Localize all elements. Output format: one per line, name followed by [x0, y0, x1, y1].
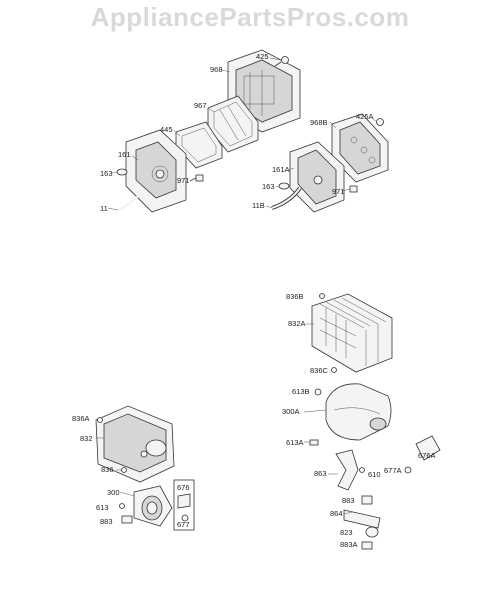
air-cleaner-base-161[interactable] — [125, 129, 187, 213]
label-883: 883 — [342, 496, 355, 505]
label-613: 613 — [96, 503, 109, 512]
label-163: 163 — [100, 169, 113, 178]
screw-613[interactable] — [119, 503, 125, 509]
breather-tube-11[interactable] — [117, 193, 141, 211]
label-863: 863 — [314, 469, 327, 478]
label-968B: 968B — [310, 118, 328, 127]
muffler-300[interactable] — [133, 485, 173, 527]
label-676: 676 — [177, 483, 190, 492]
air-cleaner-base-161A[interactable] — [289, 141, 345, 213]
gasket-163-right[interactable] — [278, 182, 290, 190]
label-613B: 613B — [292, 387, 310, 396]
part-labels: 425 968 967 445 161 163 971 11 968B 425A… — [72, 52, 436, 549]
label-161A: 161A — [272, 165, 290, 174]
label-11B: 11B — [252, 201, 265, 210]
gasket-883-left[interactable] — [121, 515, 133, 524]
label-613A: 613A — [286, 438, 304, 447]
screw-613B[interactable] — [314, 388, 322, 396]
gasket-883A[interactable] — [361, 541, 373, 550]
adapter-864[interactable] — [343, 509, 381, 529]
label-883A: 883A — [340, 540, 358, 549]
gasket-163[interactable] — [116, 168, 128, 176]
label-836: 836 — [101, 465, 114, 474]
label-300A: 300A — [282, 407, 300, 416]
filter-frame-445[interactable] — [175, 121, 223, 169]
label-967: 967 — [194, 101, 207, 110]
label-677A: 677A — [384, 466, 402, 475]
label-677: 677 — [177, 520, 190, 529]
watermark: AppliancePartsPros.com — [90, 2, 410, 32]
label-445: 445 — [160, 125, 173, 134]
muffler-300A[interactable] — [325, 383, 392, 441]
deflector-676A[interactable] — [415, 435, 441, 461]
label-832: 832 — [80, 434, 93, 443]
label-610: 610 — [368, 470, 381, 479]
screw-971-right[interactable] — [349, 185, 358, 193]
screw-613A[interactable] — [309, 439, 319, 446]
label-836A: 836A — [72, 414, 90, 423]
label-425: 425 — [256, 52, 269, 61]
label-161: 161 — [118, 150, 131, 159]
screw-677A[interactable] — [404, 466, 412, 474]
label-300: 300 — [107, 488, 120, 497]
screw-823[interactable] — [365, 526, 379, 538]
label-836C: 836C — [310, 366, 329, 375]
air-cleaner-cover-968B[interactable] — [331, 113, 389, 183]
label-968: 968 — [210, 65, 223, 74]
label-11: 11 — [100, 204, 108, 213]
screw-836C[interactable] — [331, 367, 337, 373]
label-163-right: 163 — [262, 182, 275, 191]
muffler-guard-832A[interactable] — [311, 293, 393, 373]
screw-425[interactable] — [274, 56, 289, 67]
label-971-right: 971 — [332, 187, 345, 196]
screw-836[interactable] — [121, 467, 127, 473]
label-971: 971 — [177, 176, 190, 185]
screw-610[interactable] — [359, 467, 365, 473]
label-676A: 676A — [418, 451, 436, 460]
label-864: 864 — [330, 509, 343, 518]
gasket-883[interactable] — [361, 495, 373, 505]
muffler-guard-832[interactable] — [95, 405, 175, 483]
label-823: 823 — [340, 528, 353, 537]
screw-425A[interactable] — [376, 118, 384, 126]
label-425A: 425A — [356, 112, 374, 121]
label-836B: 836B — [286, 292, 304, 301]
screw-836A[interactable] — [97, 417, 103, 423]
screw-836B[interactable] — [319, 293, 325, 299]
label-883-left: 883 — [100, 517, 113, 526]
label-832A: 832A — [288, 319, 306, 328]
breather-tube-11B[interactable] — [271, 186, 302, 210]
leader-lines — [96, 57, 378, 515]
deflector-863[interactable] — [335, 449, 359, 491]
parts-box-676-677[interactable] — [173, 479, 195, 531]
